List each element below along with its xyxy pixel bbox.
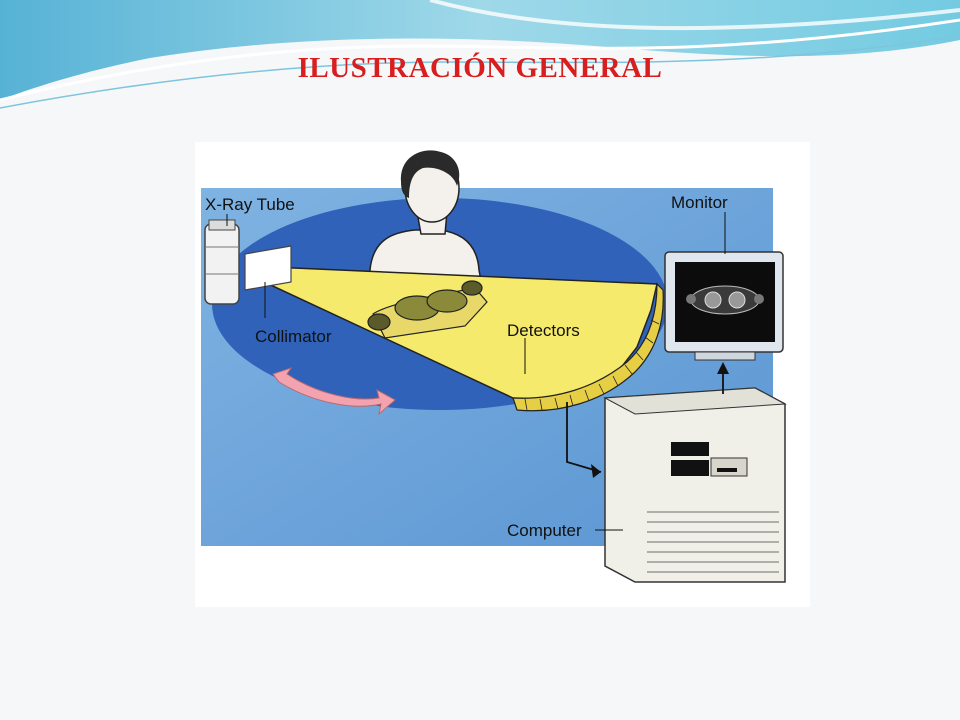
slide-title: ILUSTRACIÓN GENERAL — [297, 52, 663, 84]
monitor — [664, 251, 784, 361]
computer-drive-slot — [671, 442, 709, 456]
x-ray-tube — [204, 219, 240, 305]
data-flow-arrows — [566, 362, 729, 478]
rotation-arrow — [272, 367, 396, 416]
label-computer: Computer — [507, 521, 582, 540]
ct-scanner-diagram: X-Ray Tube Collimator Detectors Monitor … — [195, 142, 810, 607]
collimator-plate — [244, 245, 292, 291]
body-cross-section — [367, 280, 488, 339]
top-wave-decoration — [0, 0, 960, 109]
label-x-ray-tube: X-Ray Tube — [205, 195, 295, 214]
detector-segments — [524, 319, 660, 411]
label-monitor: Monitor — [671, 193, 728, 212]
detector-array — [512, 282, 664, 412]
label-detectors: Detectors — [507, 321, 580, 340]
label-collimator: Collimator — [255, 327, 332, 346]
label-leaders — [226, 212, 726, 531]
computer-vents — [647, 511, 779, 573]
computer — [603, 387, 787, 583]
